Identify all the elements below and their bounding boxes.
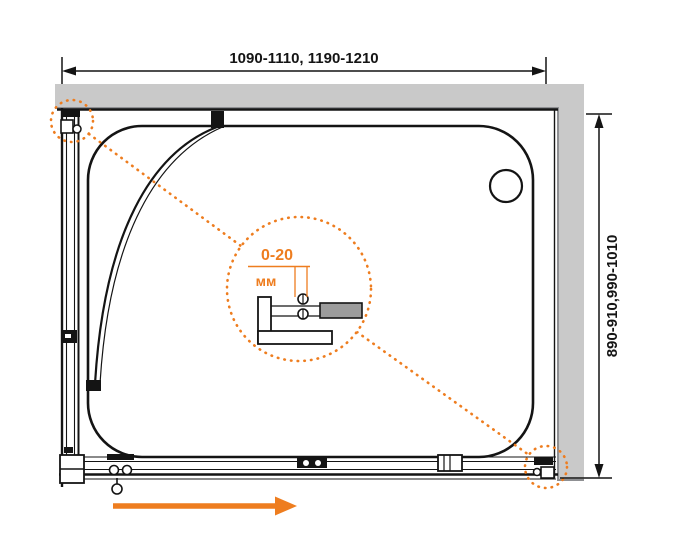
unit-label: мм <box>256 273 277 289</box>
center-guide-bracket <box>297 458 327 468</box>
side-roller-bracket <box>86 380 101 391</box>
bracket-screw <box>303 460 309 466</box>
adjustment-dimension: 0-20 мм <box>248 247 310 297</box>
arrowhead-down-icon <box>594 464 604 478</box>
wall-surfaces <box>55 84 584 481</box>
depth-dimension-label: 890-910,990-1010 <box>604 235 621 358</box>
width-dimension: 1090-1110, 1190-1210 <box>61 50 547 84</box>
adjustment-range-label: 0-20 <box>261 247 293 264</box>
wall-bracket <box>61 110 80 117</box>
door-panel-edge-inner <box>99 126 223 385</box>
slide-direction-arrow <box>113 496 297 516</box>
adjuster-knob <box>111 483 123 495</box>
leader-line-upper <box>87 132 243 248</box>
drain-circle <box>488 168 524 204</box>
bracket-roller <box>532 467 542 477</box>
wall-top <box>55 84 558 108</box>
bracket-body <box>540 466 555 479</box>
base-profile-section <box>257 330 333 345</box>
arrowhead-right-icon <box>532 66 546 76</box>
bracket-screw <box>315 460 321 466</box>
corner-hardware-top-left <box>60 110 82 134</box>
bracket-roller <box>72 124 82 134</box>
wall-bracket <box>534 457 553 465</box>
arrowhead-right-icon <box>275 496 297 516</box>
left-profile-clamp-slot <box>65 334 71 338</box>
bracket-body <box>60 119 74 134</box>
detail-circle <box>225 215 373 363</box>
rail-bar-section <box>319 302 363 319</box>
depth-dimension: 890-910,990-1010 <box>560 113 621 479</box>
roller-wheel <box>121 464 133 476</box>
callout-circle-top-left <box>49 98 95 144</box>
wall-right <box>558 84 584 480</box>
door-slide-curve <box>62 111 224 391</box>
arrowhead-up-icon <box>594 114 604 128</box>
wall-inner-edge <box>55 107 584 481</box>
width-dimension-label: 1090-1110, 1190-1210 <box>229 50 378 67</box>
door-panel-edge-outer <box>93 125 218 385</box>
callout-circle-bottom-right <box>523 444 569 490</box>
corner-hardware-bottom-right <box>532 457 555 479</box>
corner-clip <box>64 447 73 453</box>
bottom-rail-hardware <box>59 447 463 495</box>
roller-wheel <box>108 464 120 476</box>
detail-hardware <box>257 293 363 345</box>
left-roller-carrier <box>107 454 134 460</box>
arrowhead-left-icon <box>62 66 76 76</box>
top-roller-bracket <box>211 111 224 128</box>
leader-line-lower <box>355 330 531 457</box>
